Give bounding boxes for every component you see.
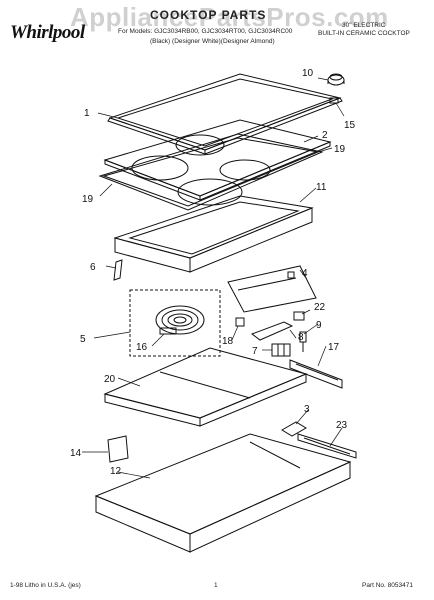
part-number: Part No. 8053471 bbox=[362, 582, 413, 589]
callout: 5 bbox=[80, 334, 86, 345]
callout: 12 bbox=[110, 466, 122, 477]
callout: 20 bbox=[104, 374, 116, 385]
models-line: For Models: GJC3034RB00, GJC3034RT00, GJ… bbox=[118, 28, 293, 35]
part-clip-3[interactable] bbox=[281, 421, 307, 437]
page-number: 1 bbox=[214, 582, 218, 589]
callout: 19 bbox=[334, 144, 346, 155]
callout: 6 bbox=[90, 262, 96, 273]
brand-logo: Whirlpool bbox=[10, 22, 85, 43]
part-terminal-block[interactable] bbox=[271, 343, 291, 357]
part-rail-17[interactable] bbox=[289, 359, 343, 389]
callout: 10 bbox=[302, 68, 314, 79]
callout: 7 bbox=[252, 346, 258, 357]
type-line-1: 30" ELECTRIC bbox=[342, 22, 386, 29]
part-bracket-14[interactable] bbox=[107, 435, 129, 463]
callout: 18 bbox=[222, 336, 234, 347]
part-clip[interactable] bbox=[329, 97, 339, 104]
callout: 23 bbox=[336, 420, 348, 431]
part-bar-23[interactable] bbox=[297, 433, 357, 459]
part-bracket-8[interactable] bbox=[250, 321, 294, 341]
part-tray[interactable] bbox=[103, 347, 308, 427]
callout: 9 bbox=[316, 320, 322, 331]
callout: 8 bbox=[298, 332, 304, 343]
part-bottom-pan[interactable] bbox=[94, 433, 352, 553]
callout: 4 bbox=[302, 268, 308, 279]
part-burner-box[interactable] bbox=[113, 195, 314, 273]
part-bracket-6[interactable] bbox=[113, 259, 123, 281]
part-switch[interactable] bbox=[293, 311, 305, 321]
litho-note: 1-98 Litho in U.S.A. (jes) bbox=[10, 582, 81, 589]
part-knob[interactable] bbox=[327, 73, 345, 86]
page-title: COOKTOP PARTS bbox=[150, 8, 267, 22]
callout: 14 bbox=[70, 448, 82, 459]
callout: 15 bbox=[344, 120, 356, 131]
callout: 2 bbox=[322, 130, 328, 141]
watermark: AppliancePartsPros.com bbox=[70, 2, 389, 32]
color-line: (Black) (Designer White)(Designer Almond… bbox=[150, 38, 275, 45]
callout-numbers: 10 15 1 2 19 19 11 6 4 22 5 9 16 18 17 7… bbox=[70, 68, 356, 477]
part-burner-element[interactable] bbox=[129, 289, 221, 357]
callout: 19 bbox=[82, 194, 94, 205]
callout: 22 bbox=[314, 302, 326, 313]
part-connector-9[interactable] bbox=[299, 331, 307, 352]
callout: 16 bbox=[136, 342, 148, 353]
part-clip-18[interactable] bbox=[235, 317, 245, 327]
leader-lines bbox=[82, 77, 345, 479]
callout: 17 bbox=[328, 342, 340, 353]
part-control-panel[interactable] bbox=[227, 265, 317, 313]
callout: 3 bbox=[304, 404, 310, 415]
callout: 1 bbox=[84, 108, 90, 119]
part-glass-top[interactable] bbox=[103, 119, 332, 206]
callout: 11 bbox=[316, 182, 327, 193]
type-line-2: BUILT-IN CERAMIC COCKTOP bbox=[318, 30, 410, 37]
